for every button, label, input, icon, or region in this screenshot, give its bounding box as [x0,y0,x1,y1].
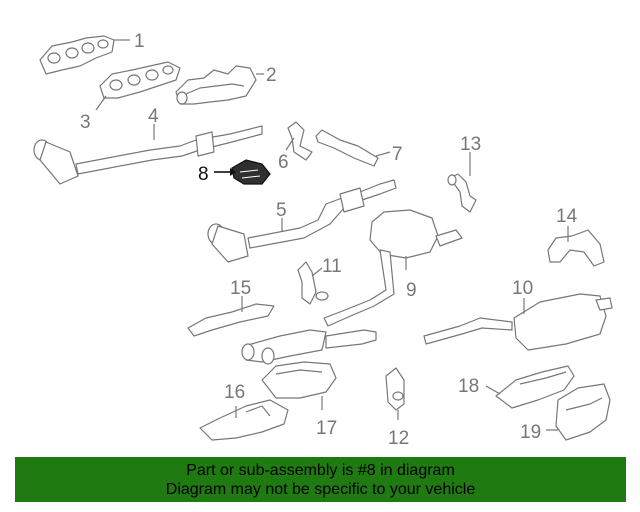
callout-18: 18 [458,376,479,397]
info-banner: Part or sub-assembly is #8 in diagram Di… [15,457,626,502]
part-7-hanger-bracket [315,129,379,167]
callout-17: 17 [316,418,337,439]
part-17-heat-shield [261,361,337,399]
part-19-heat-shield [555,383,611,441]
callout-8: 8 [198,164,209,185]
part-3-manifold-gasket [99,61,181,99]
part-10-rear-muffler [423,293,613,351]
callout-6: 6 [278,152,289,173]
leader-3 [95,95,107,111]
banner-line-2: Diagram may not be specific to your vehi… [165,480,476,498]
part-14-rear-hanger [547,229,605,267]
part-4-front-pipe [33,125,263,185]
leader-18 [485,385,501,395]
part-18-heat-shield [495,365,575,409]
leader-11 [311,267,323,277]
leader-7 [375,151,391,157]
callout-11: 11 [322,256,342,277]
callout-19: 19 [520,422,541,443]
part-1-manifold-gasket [39,35,115,75]
callout-9: 9 [406,280,417,301]
part-2-exhaust-manifold [175,65,257,105]
part-12-bracket [385,367,405,411]
callout-1: 1 [134,31,145,52]
part-dual-pipe-assembly [241,329,377,365]
callout-16: 16 [224,382,245,403]
banner-line-1: Part or sub-assembly is #8 in diagram [186,461,455,479]
part-9-center-muffler [323,209,463,327]
leader-6 [285,137,295,151]
part-5-intermediate-pipe [207,179,397,263]
part-15-heat-shield [187,303,275,337]
callout-7: 7 [392,144,403,165]
callout-4: 4 [148,106,159,127]
part-8-highlighted [231,159,271,185]
leader-8-arrow [230,168,236,176]
callout-3: 3 [80,112,91,133]
exhaust-parts-diagram: 1 3 2 4 6 7 8 [33,31,613,449]
part-6-bracket [287,121,313,161]
part-11-hanger [297,261,329,305]
callout-5: 5 [276,200,287,221]
callout-2: 2 [266,65,277,86]
callout-15: 15 [230,278,251,299]
callout-13: 13 [460,134,481,155]
callout-10: 10 [512,278,533,299]
callout-12: 12 [388,428,409,449]
callout-14: 14 [556,206,578,227]
part-13-hanger [447,173,477,213]
part-16-heat-shield [199,399,289,441]
